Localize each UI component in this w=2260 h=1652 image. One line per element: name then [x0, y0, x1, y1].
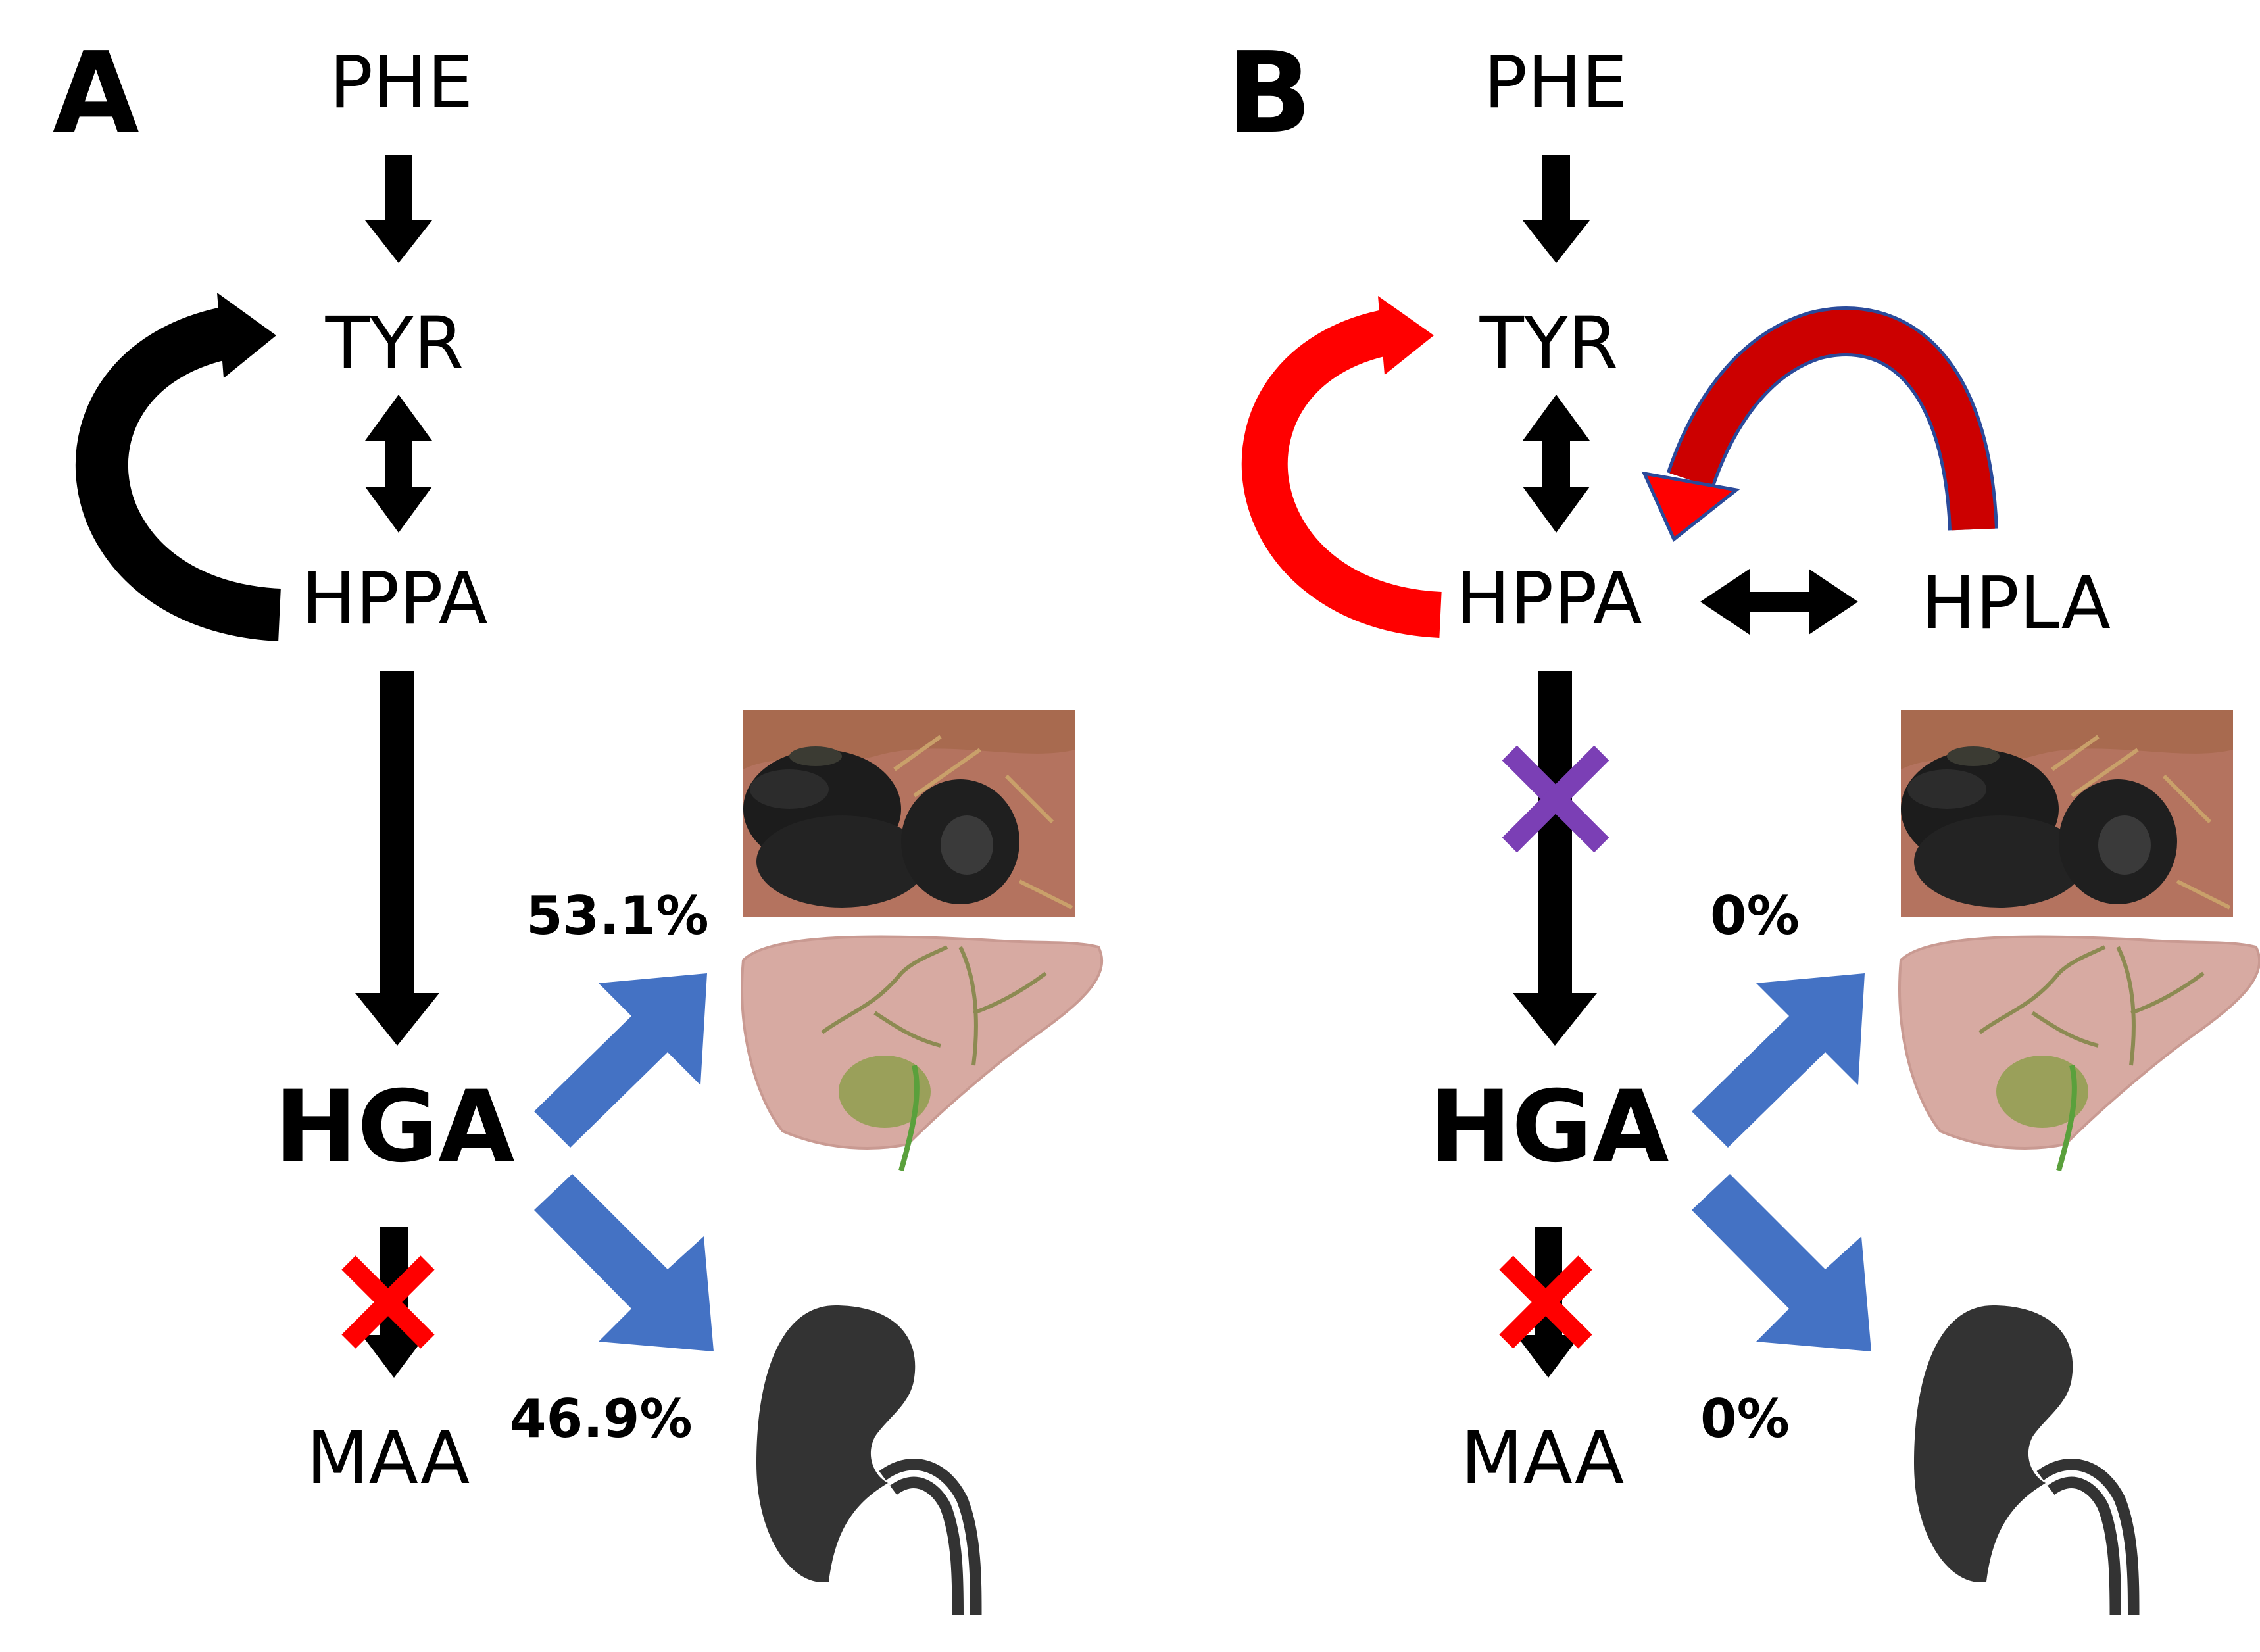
kidney-icon — [756, 1305, 967, 1615]
node-hppa: HPPA — [1456, 556, 1642, 641]
panel-label-a: A — [53, 28, 139, 158]
flow-arrow-to-kidney — [1692, 1174, 1871, 1351]
node-phe: PHE — [1484, 40, 1628, 124]
node-maa: MAA — [307, 1416, 470, 1500]
arrow-hppa-hga — [355, 671, 439, 1046]
node-phe: PHE — [330, 40, 474, 124]
node-maa: MAA — [1461, 1416, 1624, 1500]
liver-percent: 0% — [1710, 885, 1800, 946]
block-cross-purple-icon — [1502, 745, 1609, 853]
block-cross-icon — [341, 1255, 435, 1349]
node-tyr: TYR — [325, 301, 464, 385]
kidney-percent: 0% — [1700, 1388, 1790, 1449]
panel-a: A PHE TYR HPPA HGA MAA — [53, 28, 1102, 1615]
flow-arrow-to-liver — [1692, 973, 1865, 1148]
node-hga: HGA — [275, 1070, 515, 1184]
liver-icon — [742, 936, 1102, 1171]
flow-arrow-to-kidney — [534, 1174, 714, 1351]
arrow-hppa-hga — [1513, 671, 1597, 1046]
hpla-arrow-to-hppa — [1641, 306, 1998, 542]
kidney-percent: 46.9% — [510, 1388, 693, 1449]
liver-icon — [1900, 936, 2259, 1171]
node-hppa: HPPA — [301, 556, 488, 641]
kidney-icon — [1914, 1305, 2125, 1615]
arrow-tyr-hppa-bidirectional — [365, 395, 432, 533]
liver-percent: 53.1% — [526, 885, 709, 946]
arrow-phe-tyr — [365, 155, 432, 263]
arrow-hppa-hpla-bidirectional — [1700, 569, 1858, 635]
arrow-phe-tyr — [1523, 155, 1590, 263]
panel-label-b: B — [1227, 28, 1312, 158]
recycle-arrow-hppa-to-tyr — [76, 293, 282, 641]
pigmented-tissue-photo — [743, 710, 1075, 917]
arrow-tyr-hppa-bidirectional — [1523, 395, 1590, 533]
node-hga: HGA — [1429, 1070, 1669, 1184]
recycle-arrow-hppa-to-tyr — [1241, 296, 1442, 638]
block-cross-icon — [1499, 1255, 1592, 1349]
node-hpla: HPLA — [1921, 561, 2111, 645]
flow-arrow-to-liver — [534, 973, 707, 1148]
panel-b: B PHE TYR HPPA HPLA HGA MAA — [1227, 28, 2259, 1615]
node-tyr: TYR — [1479, 301, 1619, 385]
pigmented-tissue-photo — [1901, 710, 2233, 917]
